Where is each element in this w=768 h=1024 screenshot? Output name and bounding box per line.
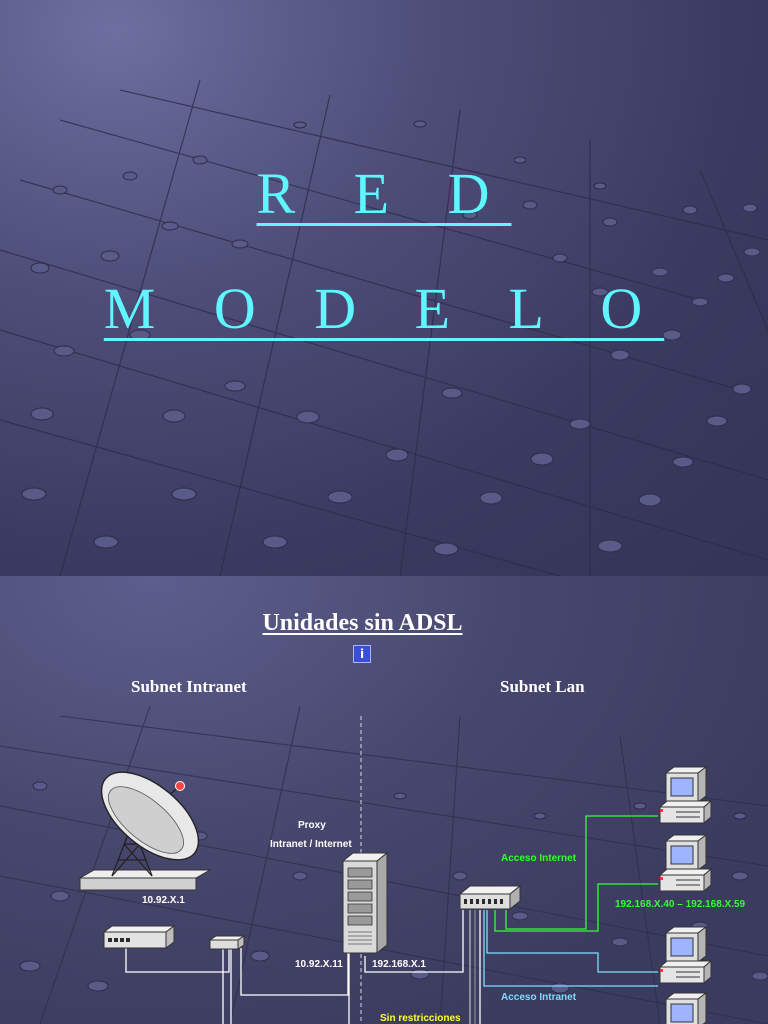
dish-ip-label: 10.92.X.1 [142,895,185,906]
sin-restricciones-label: Sin restricciones [380,1013,461,1024]
intranet-internet-label: Intranet / Internet [270,839,352,850]
proxy-lan-ip-label: 192.168.X.1 [372,959,426,970]
satellite-dish-icon [78,771,212,891]
computer-icon-2 [658,834,713,893]
proxy-label: Proxy [298,820,326,831]
subnet-intranet-label: Subnet Intranet [131,677,247,696]
computer-icon-1 [658,766,713,825]
acceso-intranet-label: Acceso Intranet [501,992,577,1003]
lan-switch-icon [458,884,522,911]
small-hub-icon [208,935,246,950]
title-slide: R E D M O D E L O [0,0,768,576]
title-red: R E D [256,161,512,226]
network-diagram-slide: Unidades sin ADSL i Subnet Intranet Subn… [0,576,768,1024]
background-grid [0,79,768,576]
ip-range-label: 192.168.X.40 – 192.168.X.59 [615,899,746,910]
computer-icon-3 [658,926,713,985]
acceso-internet-label: Acceso Internet [501,853,577,864]
info-icon[interactable]: i [353,645,371,663]
proxy-server-icon [341,851,389,955]
background-grid [0,705,768,1024]
title-modelo: M O D E L O [103,276,665,341]
slide-title: Unidades sin ADSL [262,610,463,636]
computer-icon-4 [664,992,708,1024]
modem-icon [102,925,176,949]
subnet-lan-label: Subnet Lan [500,677,585,696]
proxy-intranet-ip-label: 10.92.X.11 [295,959,343,970]
